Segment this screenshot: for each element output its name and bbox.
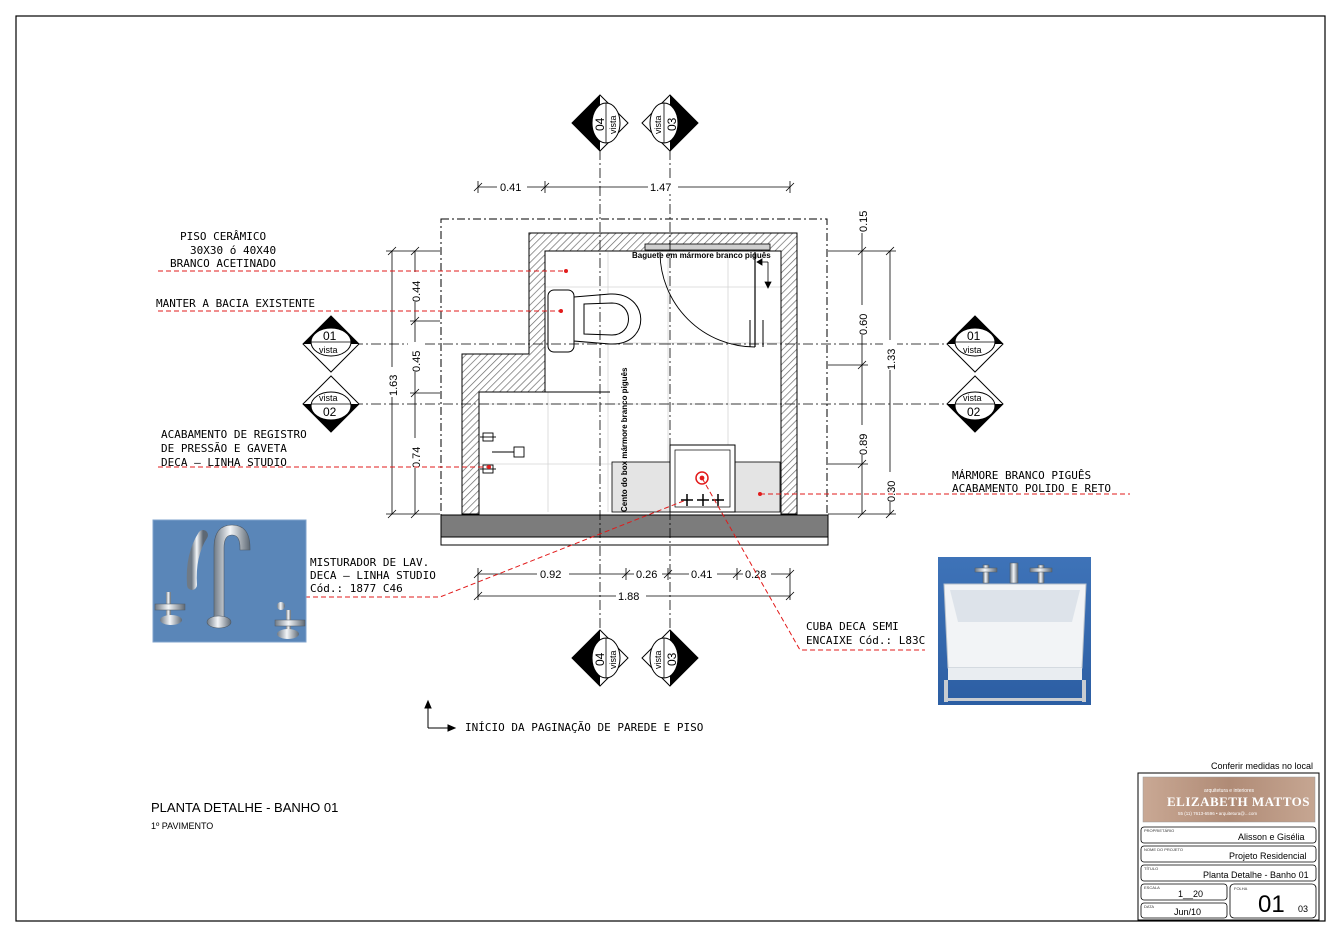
baguete-label: Baguete em mármore branco piguês (632, 251, 771, 260)
plan-title: PLANTA DETALHE - BANHO 01 (151, 800, 338, 815)
toilet-symbol (547, 289, 642, 353)
faucet-photo (152, 519, 307, 643)
tb-note: Conferir medidas no local (1211, 761, 1313, 771)
annotation-paginacao: INÍCIO DA PAGINAÇÃO DE PAREDE E PISO (465, 721, 703, 734)
annotation-cuba: CUBA DECA SEMI ENCAIXE Cód.: L83C (806, 620, 925, 647)
annotation-registro-line3: DECA – LINHA STUDIO (161, 456, 287, 469)
logo-name: ELIZABETH MATTOS (1167, 794, 1310, 809)
counter-slab (440, 514, 829, 538)
view-marker-02-right-num: 02 (967, 405, 981, 419)
view-marker-01-right-word: vista (963, 345, 982, 355)
view-marker-01-left-word: vista (319, 345, 338, 355)
tb-escala: 1__20 (1178, 889, 1203, 899)
annotation-marmore: MÁRMORE BRANCO PIGUÊS ACABAMENTO POLIDO … (952, 469, 1111, 495)
tb-proprietario-label: PROPRIETÁRIO (1144, 828, 1174, 833)
box-vertical-label: Cento do box mármore branco piguês (620, 367, 629, 512)
view-marker-02-right: vista 02 (946, 375, 1004, 433)
view-marker-03-top: vista 03 (641, 94, 699, 152)
dim-left-0: 0.44 (411, 281, 423, 302)
annotation-piso: PISO CERÂMICO 30X30 ó 40X40 BRANCO ACETI… (170, 230, 276, 270)
dim-top-0: 0.41 (500, 182, 521, 194)
annotation-misturador: MISTURADOR DE LAV. DECA – LINHA STUDIO C… (310, 556, 436, 595)
view-marker-04-bottom-num: 04 (593, 652, 607, 666)
logo-contact: 55 (11) 7613-6596 • arquitetura@...com (1178, 811, 1257, 816)
view-marker-02-left: vista 02 (302, 375, 360, 433)
annotation-registro-line2: DE PRESSÃO E GAVETA (161, 442, 287, 455)
dim-right-3: 0.30 (886, 481, 898, 502)
floor-plan: Baguete em mármore branco piguês Cento d… (335, 150, 970, 640)
view-marker-03-top-num: 03 (665, 117, 679, 131)
view-marker-04-bottom-word: vista (608, 650, 618, 669)
annotation-bacia: MANTER A BACIA EXISTENTE (156, 297, 315, 310)
annotation-misturador-line3: Cód.: 1877 C46 (310, 582, 403, 595)
annotation-marmore-line2: ACABAMENTO POLIDO E RETO (952, 482, 1111, 495)
tb-projeto-label: NOME DO PROJETO (1144, 847, 1183, 852)
annotation-registro-line1: ACABAMENTO DE REGISTRO (161, 428, 307, 441)
sink-photo (938, 557, 1091, 705)
dim-top-1: 1.47 (650, 182, 671, 194)
view-marker-01-left-num: 01 (323, 329, 337, 343)
plan-subtitle: 1º PAVIMENTO (151, 821, 213, 831)
dim-bottom-1: 0.26 (636, 569, 657, 581)
baguete-bar (644, 243, 771, 251)
view-marker-03-bottom: vista 03 (641, 629, 699, 687)
title-block: Conferir medidas no local arquitetura e … (1137, 761, 1320, 921)
sheet-border (15, 15, 1326, 922)
view-marker-01-right: 01 vista (946, 315, 1004, 373)
view-marker-02-left-word: vista (319, 393, 338, 403)
view-marker-04-top-num: 04 (593, 117, 607, 131)
tb-folha-label: FOLHA (1234, 886, 1248, 891)
dim-right-1: 0.60 (858, 314, 870, 335)
view-marker-04-top-word: vista (608, 115, 618, 134)
tb-titulo-label: TÍTULO (1144, 866, 1158, 871)
annotation-cuba-line2: ENCAIXE Cód.: L83C (806, 634, 925, 647)
dim-right-2: 0.89 (858, 434, 870, 455)
dim-bottom-3: 0.28 (745, 569, 766, 581)
box-door-swing (659, 251, 756, 348)
annotation-piso-line3: BRANCO ACETINADO (170, 257, 276, 270)
dim-bottom-total: 1.88 (618, 591, 639, 603)
dim-left-2: 0.74 (411, 447, 423, 468)
view-marker-03-bottom-num: 03 (665, 652, 679, 666)
annotation-registro: ACABAMENTO DE REGISTRO DE PRESSÃO E GAVE… (161, 428, 307, 469)
annotation-misturador-line2: DECA – LINHA STUDIO (310, 569, 436, 582)
dim-right-total: 1.33 (886, 349, 898, 370)
dim-bottom-2: 0.41 (691, 569, 712, 581)
shower-valves (480, 432, 525, 474)
annotation-cuba-line1: CUBA DECA SEMI (806, 620, 899, 633)
tb-data: Jun/10 (1174, 907, 1201, 917)
dim-bottom-0: 0.92 (540, 569, 561, 581)
annotation-marmore-line1: MÁRMORE BRANCO PIGUÊS (952, 469, 1091, 482)
dimension-labels: 0.41 1.47 1.63 0.44 0.45 0.74 0.15 0.60 … (385, 180, 898, 603)
tb-titulo: Planta Detalhe - Banho 01 (1203, 870, 1309, 880)
paging-origin-icon (424, 699, 457, 732)
logo-tagline: arquitetura e interiores (1204, 788, 1255, 794)
view-marker-04-bottom: 04 vista (571, 629, 629, 687)
tb-folha: 01 (1258, 891, 1285, 918)
view-marker-02-left-num: 02 (323, 405, 337, 419)
dim-right-0: 0.15 (858, 211, 870, 232)
view-marker-04-top: 04 vista (571, 94, 629, 152)
dim-left-total: 1.63 (388, 375, 400, 396)
dim-left-1: 0.45 (411, 351, 423, 372)
view-marker-01-left: 01 vista (302, 315, 360, 373)
annotation-piso-line2: 30X30 ó 40X40 (190, 244, 276, 257)
tb-folha-total: 03 (1298, 904, 1308, 914)
leader-lines (158, 270, 1130, 651)
tb-proprietario: Alisson e Gisélia (1238, 832, 1305, 842)
tb-data-label: DATA (1144, 904, 1154, 909)
annotation-misturador-line1: MISTURADOR DE LAV. (310, 556, 429, 569)
annotation-piso-line1: PISO CERÂMICO (180, 230, 266, 243)
view-marker-03-top-word: vista (653, 115, 663, 134)
view-marker-02-right-word: vista (963, 393, 982, 403)
logo-box (1142, 776, 1316, 823)
tb-escala-label: ESCALA (1144, 885, 1160, 890)
view-marker-01-right-num: 01 (967, 329, 981, 343)
tb-projeto: Projeto Residencial (1229, 851, 1307, 861)
axis-lines (335, 150, 970, 640)
view-marker-03-bottom-word: vista (653, 650, 663, 669)
